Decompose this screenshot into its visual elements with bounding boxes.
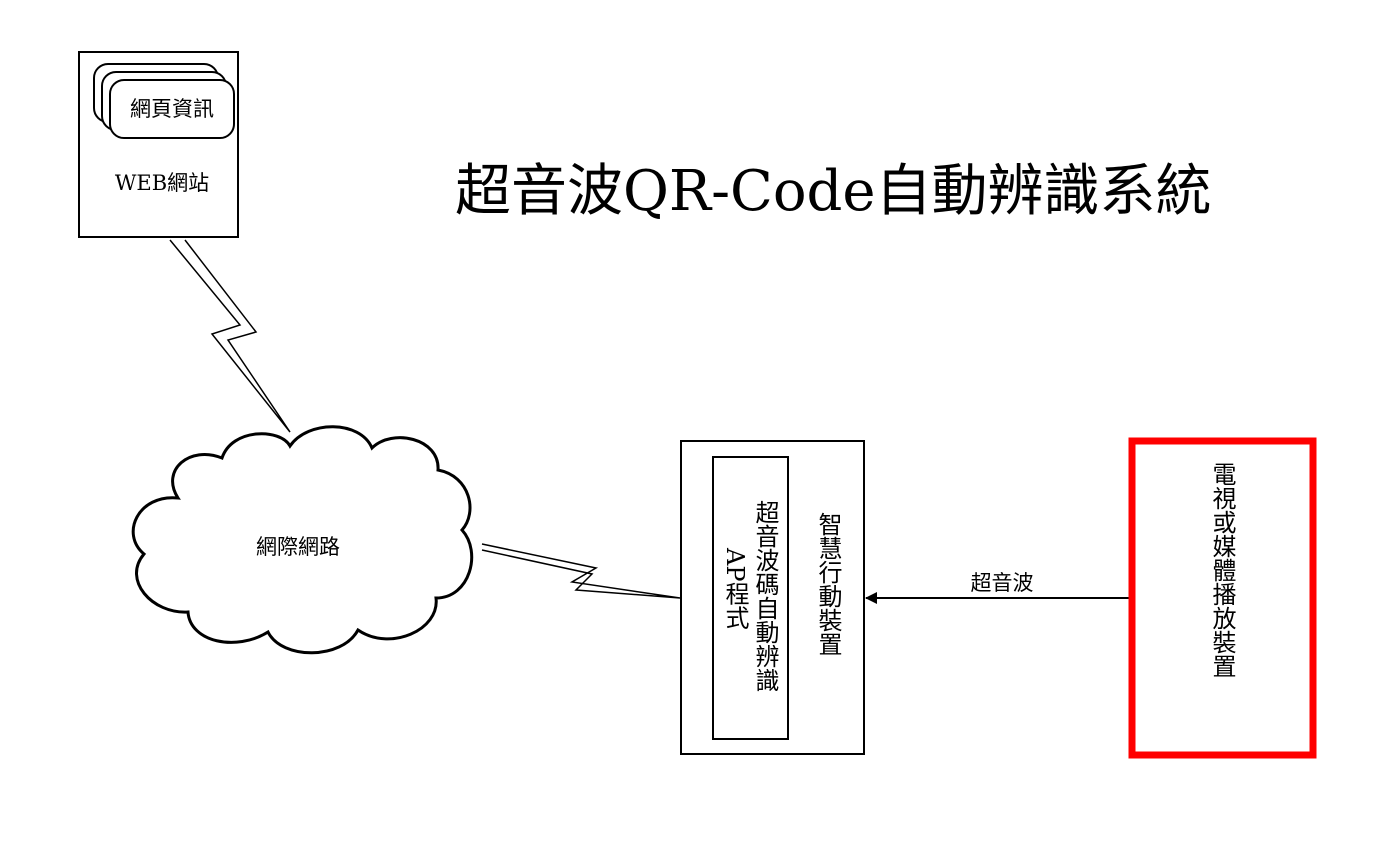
diagram-title: 超音波QR-Code自動辨識系統 (455, 159, 1212, 224)
internet-to-device-link (481, 543, 681, 599)
ultrasonic-signal: 超音波 (865, 571, 1130, 604)
app-label-line2: AP程式 (721, 547, 749, 630)
page-stack-front (109, 79, 235, 139)
page-info-label: 網頁資訊 (130, 97, 214, 121)
web-site-label: WEB網站 (115, 171, 209, 195)
app-box (712, 456, 789, 740)
smart-device-node: 超音波碼自動辨識 AP程式 智慧行動裝置 (680, 440, 865, 755)
smart-device-label: 智慧行動裝置 (814, 512, 842, 656)
app-label-line1: 超音波碼自動辨識 (751, 500, 779, 692)
media-player-label: 電視或媒體播放裝置 (1208, 462, 1236, 678)
ultrasonic-label: 超音波 (971, 571, 1034, 595)
cloud-shape (131, 425, 474, 655)
internet-label: 網際網路 (256, 535, 340, 559)
web-site-node: 網頁資訊 WEB網站 (78, 51, 239, 238)
internet-node: 網際網路 (131, 425, 474, 655)
media-player-node: 電視或媒體播放裝置 (1128, 437, 1317, 759)
web-to-internet-link (169, 239, 291, 433)
media-player-box (1128, 437, 1317, 759)
